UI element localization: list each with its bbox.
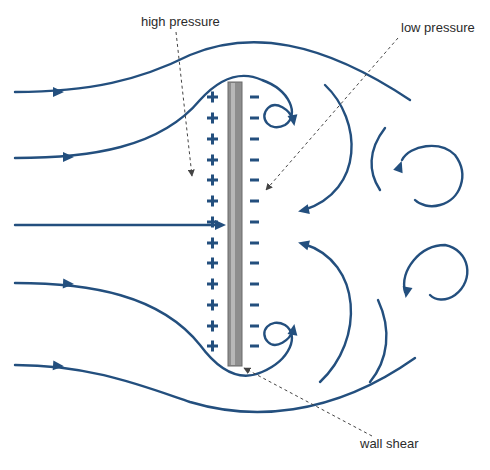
arrowhead [53,360,65,371]
streamline [15,283,293,376]
arrowhead [63,279,75,290]
leader-lines [176,32,398,436]
callout-label: low pressure [401,20,475,36]
wake-line [304,244,351,382]
wake-line [370,300,386,382]
streamlines [15,42,467,412]
arrowhead [63,152,74,162]
plate-highlight [231,83,235,365]
arrowhead [393,159,406,173]
vortex-loop [404,245,467,300]
flat-plate [228,82,242,366]
leader-line [176,32,192,176]
streamline [15,42,410,100]
arrowhead [53,87,64,97]
streamline [15,224,220,226]
plus-signs [207,92,218,352]
streamline [15,358,415,412]
callout-label: high pressure [141,14,220,30]
minus-signs [250,97,259,346]
wake-line [372,128,385,190]
arrowhead [297,204,310,216]
plate-body [228,82,242,366]
vortex-loop [402,146,462,206]
arrowhead [288,114,300,127]
arrowhead [288,323,300,336]
leader-line [244,368,372,436]
wake-line [304,85,352,210]
arrowhead [401,286,413,299]
callout-label: wall shear [360,436,419,452]
leader-line [266,38,398,190]
arrowhead [297,238,310,251]
